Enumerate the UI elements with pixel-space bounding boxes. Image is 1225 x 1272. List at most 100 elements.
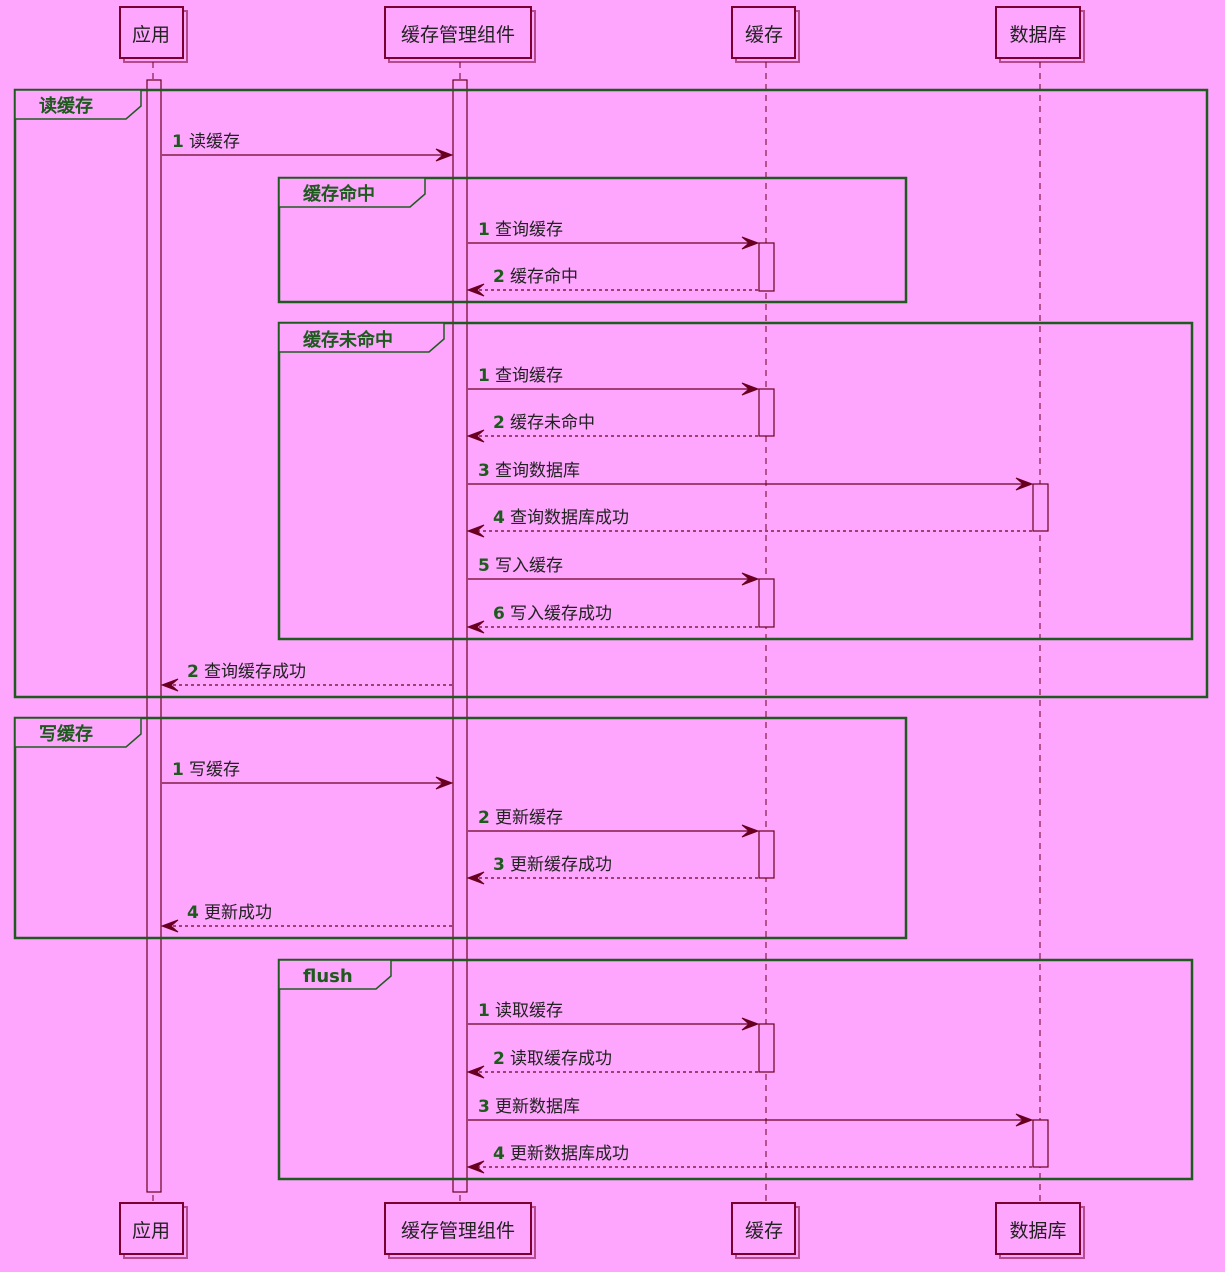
message-label: 更新成功: [204, 903, 272, 923]
arrowhead: [741, 572, 760, 586]
arrowhead: [466, 429, 485, 443]
message-number: 2: [187, 662, 199, 682]
participant-label: 缓存管理组件: [401, 24, 515, 46]
message-number: 3: [478, 461, 490, 481]
message-number: 4: [493, 1144, 505, 1164]
message-number: 2: [478, 808, 490, 828]
activation-app: [146, 79, 162, 1193]
participant-app-bottom: 应用: [119, 1202, 188, 1259]
participant-cache-bottom: 缓存: [731, 1202, 800, 1259]
arrowhead: [1015, 477, 1034, 491]
activation-database-2: [1032, 1119, 1049, 1168]
participant-label: 缓存管理组件: [401, 1220, 515, 1242]
arrowhead: [435, 148, 454, 162]
arrowhead: [160, 919, 179, 933]
frame-label-write-cache: 写缓存: [39, 723, 93, 745]
message-number: 2: [493, 267, 505, 287]
arrowhead: [160, 678, 179, 692]
message-number: 1: [478, 366, 490, 386]
participant-label: 数据库: [1009, 1220, 1066, 1242]
participant-database-top: 数据库: [995, 6, 1085, 63]
participant-cache-manager-top: 缓存管理组件: [384, 6, 536, 63]
arrowhead: [741, 236, 760, 250]
message-number: 3: [493, 855, 505, 875]
message-number: 4: [187, 903, 199, 923]
arrowhead: [741, 824, 760, 838]
activation-database-1: [1032, 483, 1049, 532]
arrowhead: [1015, 1113, 1034, 1127]
participant-label: 缓存: [745, 24, 783, 46]
frame-label-cache-hit: 缓存命中: [303, 183, 375, 205]
message-number: 4: [493, 508, 505, 528]
activation-cache-4: [758, 830, 775, 879]
activation-cache-5: [758, 1023, 775, 1073]
message-label: 缓存未命中: [510, 413, 595, 433]
arrowhead: [466, 871, 485, 885]
message-label: 写入缓存成功: [510, 604, 612, 624]
message-label: 写缓存: [189, 760, 240, 780]
message-number: 5: [478, 556, 490, 576]
frame-label-flush: flush: [303, 966, 353, 987]
arrowhead: [435, 776, 454, 790]
participant-label: 数据库: [1009, 24, 1066, 46]
activation-cache-1: [758, 242, 775, 292]
activation-cache-2: [758, 388, 775, 437]
frame-label-cache-miss: 缓存未命中: [303, 329, 393, 351]
arrowhead: [466, 1160, 485, 1174]
activation-cache-3: [758, 578, 775, 628]
frame-label-read-cache: 读缓存: [39, 95, 93, 117]
activation-cache-manager: [452, 79, 468, 1193]
message-number: 2: [493, 1049, 505, 1069]
message-number: 1: [478, 1001, 490, 1021]
arrowhead: [466, 1065, 485, 1079]
participant-cache-top: 缓存: [731, 6, 800, 63]
participant-app-top: 应用: [119, 6, 188, 63]
message-number: 1: [172, 760, 184, 780]
activations-long: [146, 79, 468, 1193]
message-label: 读取缓存: [495, 1001, 563, 1021]
frame-write-cache: 写缓存: [13, 716, 908, 940]
activations-short: [758, 242, 1049, 1168]
message-label: 缓存命中: [510, 267, 578, 287]
message-number: 1: [478, 220, 490, 240]
message-label: 更新数据库成功: [510, 1144, 629, 1164]
message-label: 查询缓存: [495, 366, 563, 386]
message-label: 更新数据库: [495, 1097, 580, 1117]
arrowhead: [741, 1017, 760, 1031]
message-label: 读取缓存成功: [510, 1049, 612, 1069]
participant-database-bottom: 数据库: [995, 1202, 1085, 1259]
frame-cache-hit: 缓存命中: [277, 176, 908, 304]
participant-cache-manager-bottom: 缓存管理组件: [384, 1202, 536, 1259]
frame-flush: flush: [277, 958, 1194, 1181]
participant-label: 应用: [132, 1220, 170, 1242]
arrowhead: [466, 620, 485, 634]
message-label: 查询缓存成功: [204, 662, 306, 682]
message-number: 6: [493, 604, 505, 624]
message-number: 2: [493, 413, 505, 433]
arrowhead: [466, 524, 485, 538]
message-label: 查询数据库: [495, 461, 580, 481]
participant-label: 缓存: [745, 1220, 783, 1242]
arrowhead: [466, 283, 485, 297]
message-label: 读缓存: [189, 132, 240, 152]
message-label: 更新缓存成功: [510, 855, 612, 875]
message-number: 1: [172, 132, 184, 152]
